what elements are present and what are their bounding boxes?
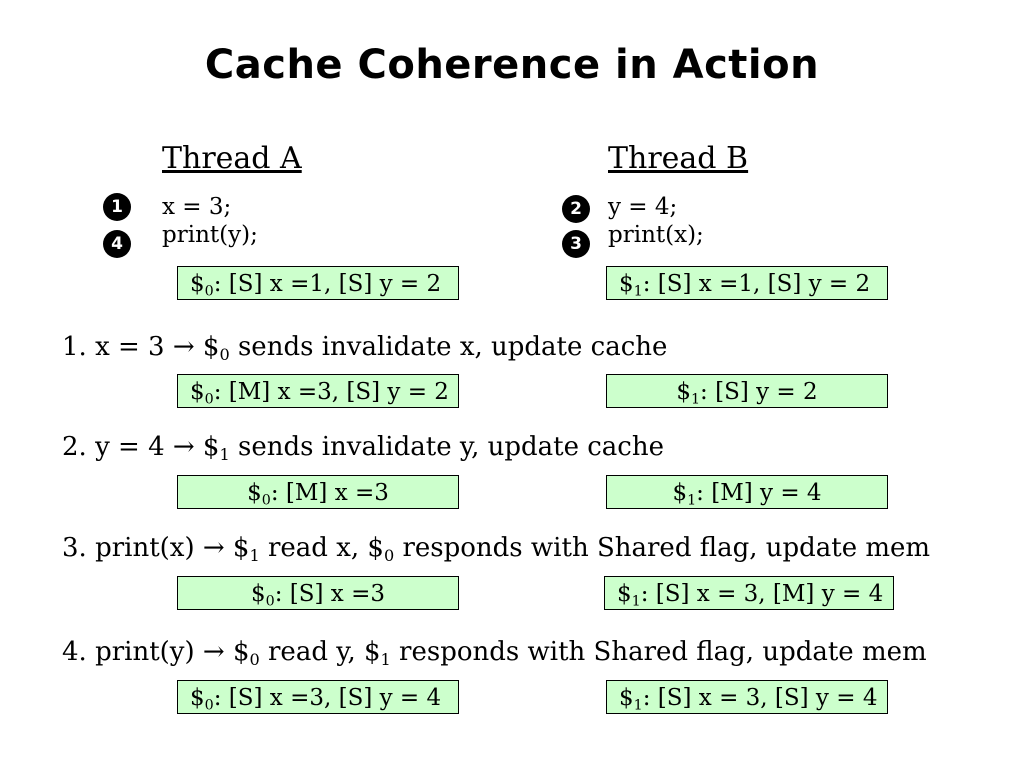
step-badge-2: 2 xyxy=(562,195,590,223)
cache-1-state-initial: $1: [S] x =1, [S] y = 2 xyxy=(606,266,888,300)
step-2-description: 2. y = 4 → $1 sends invalidate y, update… xyxy=(62,432,665,464)
thread-a-line-1: x = 3; xyxy=(162,194,232,220)
cache-0-state-step-4: $0: [S] x =3, [S] y = 4 xyxy=(177,680,459,714)
step-1-description: 1. x = 3 → $0 sends invalidate x, update… xyxy=(62,332,668,364)
step-3-description: 3. print(x) → $1 read x, $0 responds wit… xyxy=(62,533,931,565)
cache-1-state-step-4: $1: [S] x = 3, [S] y = 4 xyxy=(606,680,888,714)
cache-1-state-step-1: $1: [S] y = 2 xyxy=(606,374,888,408)
thread-b-line-1: y = 4; xyxy=(608,194,678,220)
step-badge-1: 1 xyxy=(103,193,131,221)
thread-b-line-2: print(x); xyxy=(608,222,704,248)
step-badge-3: 3 xyxy=(562,230,590,258)
cache-0-state-step-3: $0: [S] x =3 xyxy=(177,576,459,610)
cache-0-state-step-1: $0: [M] x =3, [S] y = 2 xyxy=(177,374,459,408)
thread-a-line-2: print(y); xyxy=(162,222,258,248)
cache-1-state-step-2: $1: [M] y = 4 xyxy=(606,475,888,509)
step-badge-4: 4 xyxy=(103,230,131,258)
thread-a-heading: Thread A xyxy=(162,141,302,176)
cache-0-state-step-2: $0: [M] x =3 xyxy=(177,475,459,509)
slide-title: Cache Coherence in Action xyxy=(204,42,820,88)
thread-b-heading: Thread B xyxy=(608,141,749,176)
cache-0-state-initial: $0: [S] x =1, [S] y = 2 xyxy=(177,266,459,300)
cache-1-state-step-3: $1: [S] x = 3, [M] y = 4 xyxy=(604,576,894,610)
step-4-description: 4. print(y) → $0 read y, $1 responds wit… xyxy=(62,637,927,669)
